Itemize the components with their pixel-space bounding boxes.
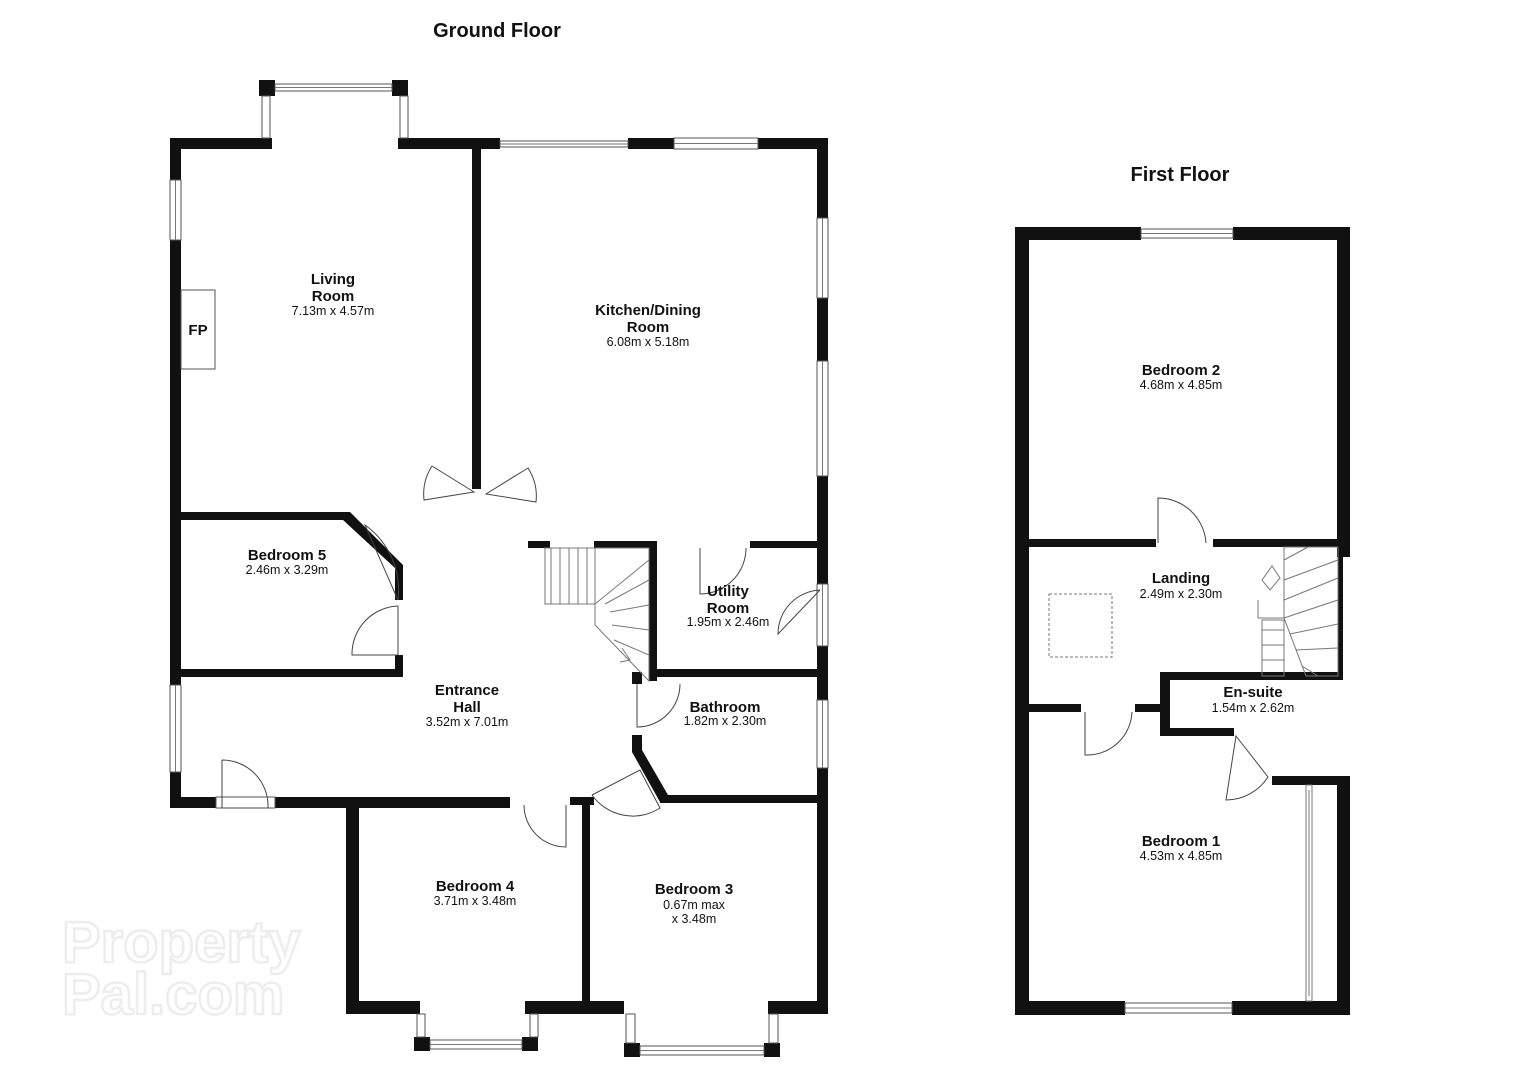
- first-floor-windows: [1124, 228, 1234, 1014]
- room-name-line: Bedroom 4: [436, 878, 515, 895]
- room-en-suite: En-suite 1.54m x 2.62m: [1212, 684, 1295, 715]
- room-name-line: Entrance: [435, 682, 499, 699]
- room-name-line: Utility: [707, 583, 749, 600]
- room-dimensions: 3.52m x 7.01m: [426, 715, 509, 729]
- room-dimensions: 1.95m x 2.46m: [687, 615, 770, 629]
- watermark-line2: Pal.com: [62, 962, 284, 1027]
- room-dimensions: 7.13m x 4.57m: [292, 304, 375, 318]
- room-entrance-hall: Entrance Hall 3.52m x 7.01m: [426, 682, 509, 729]
- room-bedroom-2: Bedroom 2 4.68m x 4.85m: [1140, 362, 1223, 392]
- room-name-line: Bathroom: [690, 699, 761, 716]
- room-bedroom-4: Bedroom 4 3.71m x 3.48m: [434, 878, 517, 908]
- room-dimensions: 2.46m x 3.29m: [246, 563, 329, 577]
- room-dimensions: 1.82m x 2.30m: [684, 714, 767, 728]
- room-bedroom-5: Bedroom 5 2.46m x 3.29m: [246, 547, 329, 577]
- room-utility: Utility Room 1.95m x 2.46m: [687, 583, 770, 629]
- watermark-line1: Property: [62, 910, 301, 975]
- room-kitchen: Kitchen/Dining Room 6.08m x 5.18m: [595, 302, 701, 349]
- room-bathroom: Bathroom 1.82m x 2.30m: [684, 699, 767, 728]
- first-floor-walls: [1015, 227, 1350, 1015]
- room-bedroom-1: Bedroom 1 4.53m x 4.85m: [1140, 833, 1223, 863]
- room-bedroom-3: Bedroom 3 0.67m max x 3.48m: [655, 881, 733, 926]
- ground-floor-windows: [169, 83, 829, 1056]
- room-name-line: Kitchen/Dining: [595, 302, 701, 319]
- room-name-line: Room: [707, 600, 750, 617]
- room-dimensions: 4.53m x 4.85m: [1140, 849, 1223, 863]
- room-name-line: Living: [311, 271, 355, 288]
- room-name-line: Bedroom 2: [1142, 362, 1220, 379]
- ground-floor-stairs: [544, 547, 650, 683]
- ground-floor-doors: [221, 465, 821, 848]
- room-dimensions: 3.71m x 3.48m: [434, 894, 517, 908]
- room-name-line: Hall: [453, 699, 481, 716]
- room-landing: Landing 2.49m x 2.30m: [1140, 570, 1223, 601]
- first-floor-doors: [1084, 497, 1313, 1002]
- ground-floor-walls: [170, 80, 828, 1057]
- first-floor-title: First Floor: [1131, 164, 1230, 186]
- room-name-line: Room: [312, 288, 355, 305]
- room-name-line: Bedroom 5: [248, 547, 326, 564]
- room-dimensions: 6.08m x 5.18m: [607, 335, 690, 349]
- room-dimensions: 4.68m x 4.85m: [1140, 378, 1223, 392]
- room-dimensions: 0.67m max: [663, 898, 726, 912]
- landing-rooflight: [1048, 593, 1113, 658]
- room-name-line: Bedroom 1: [1142, 833, 1220, 850]
- fireplace-label: FP: [188, 322, 207, 339]
- room-dimensions: x 3.48m: [672, 912, 716, 926]
- first-floor-stairs: [1257, 546, 1339, 677]
- ground-floor-title: Ground Floor: [433, 20, 561, 42]
- room-name-line: Landing: [1152, 570, 1210, 587]
- room-name-line: Bedroom 3: [655, 881, 733, 898]
- room-dimensions: 1.54m x 2.62m: [1212, 701, 1295, 715]
- room-name-line: En-suite: [1223, 684, 1282, 701]
- room-name-line: Room: [627, 319, 670, 336]
- room-dimensions: 2.49m x 2.30m: [1140, 587, 1223, 601]
- room-living: Living Room 7.13m x 4.57m: [292, 271, 375, 318]
- watermark: Property Pal.com: [61, 909, 302, 1029]
- fireplace: [180, 289, 216, 370]
